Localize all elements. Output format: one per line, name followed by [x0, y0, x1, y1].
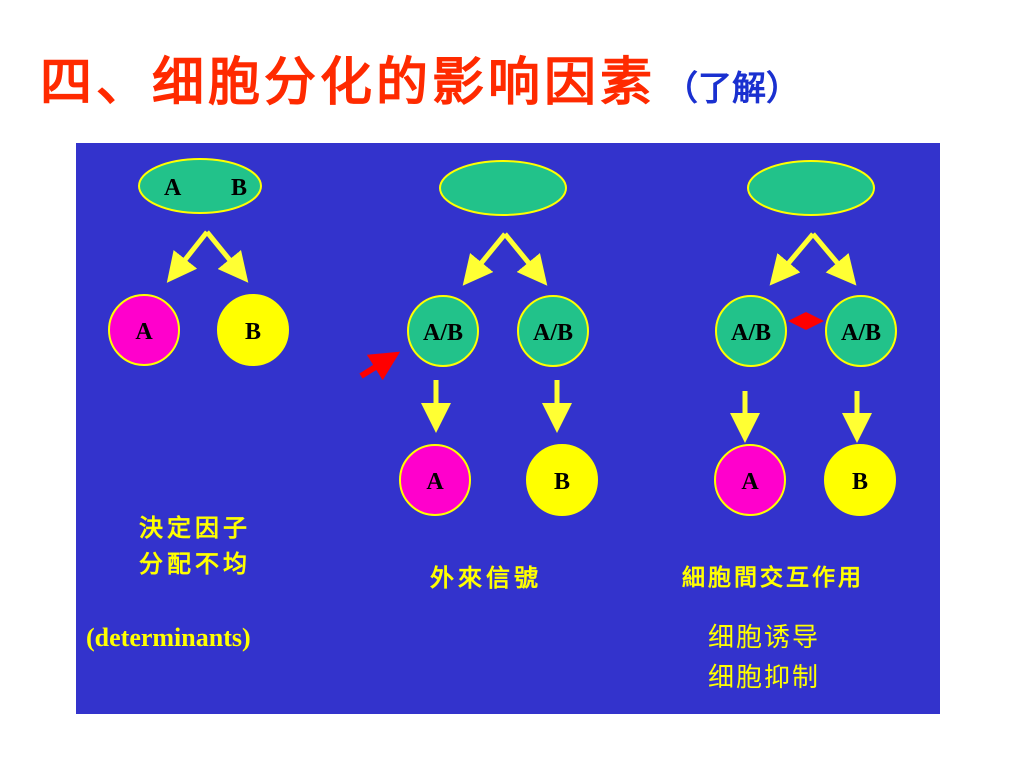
- group-external-signal: A/B A/B A B: [359, 160, 598, 516]
- cell-ab-left-g2-label: A/B: [423, 320, 463, 346]
- parent-cell-3: [747, 160, 875, 216]
- slide-title: 四、细胞分化的影响因素（了解）: [40, 40, 800, 120]
- cell-ab-left-g2: [407, 295, 479, 367]
- differentiation-diagram: A B A B A/B A/B: [108, 158, 897, 516]
- cell-ab-right-g3: [825, 295, 897, 367]
- cell-ab-right-g2-label: A/B: [533, 320, 573, 346]
- cell-ab-left-g3-label: A/B: [731, 320, 771, 346]
- arrow-g3-left: [769, 232, 815, 286]
- caption-determinants: 決定因子 分配不均: [139, 510, 251, 582]
- cell-a-g1-label: A: [135, 319, 153, 345]
- group-determinants: A B A B: [108, 158, 289, 366]
- cell-a-g3-label: A: [741, 469, 759, 495]
- cell-b-g2-label: B: [554, 469, 570, 495]
- interaction-double-arrow: [788, 312, 824, 330]
- parent-cell-1-label-b: B: [231, 175, 247, 201]
- cell-a-g1: [108, 294, 180, 366]
- cell-b-g1-label: B: [245, 319, 261, 345]
- cell-a-g2-label: A: [426, 469, 444, 495]
- parent-cell-1-label-a: A: [164, 175, 182, 201]
- cell-a-g3: [714, 444, 786, 516]
- parent-cell-2: [439, 160, 567, 216]
- arrow-g2-left: [462, 232, 507, 286]
- arrow-g1-left: [166, 230, 209, 283]
- arrow-g3-right: [811, 232, 857, 286]
- cell-inhibition-text: 细胞抑制: [708, 663, 821, 693]
- cell-ab-left-g3: [715, 295, 787, 367]
- cell-b-g3-label: B: [852, 469, 868, 495]
- caption-cell-interaction: 細胞間交互作用: [682, 565, 864, 591]
- caption-determinants-line2: 分配不均: [139, 550, 251, 578]
- parent-cell-1: [138, 158, 262, 214]
- title-main: 四、细胞分化的影响因素: [40, 52, 657, 113]
- cell-induction-inhibition-note: 细胞诱导 细胞抑制: [708, 618, 820, 698]
- cell-a-g2: [399, 444, 471, 516]
- caption-determinants-line1: 決定因子: [139, 514, 251, 542]
- title-subtitle: （了解）: [664, 69, 801, 109]
- cell-b-g2: [526, 444, 598, 516]
- signal-arrow-red: [359, 351, 401, 381]
- arrow-g2-right: [503, 232, 548, 286]
- cell-b-g3: [824, 444, 896, 516]
- cell-induction-text: 细胞诱导: [708, 623, 821, 653]
- arrow-g1-right: [205, 230, 249, 283]
- cell-ab-right-g3-label: A/B: [841, 320, 881, 346]
- group-cell-interaction: A/B A/B A B: [714, 160, 897, 516]
- cell-ab-right-g2: [517, 295, 589, 367]
- caption-external-signal: 外來信號: [430, 564, 542, 592]
- cell-b-g1: [217, 294, 289, 366]
- english-determinants: (determinants): [86, 623, 251, 652]
- diagram-panel: A B A B A/B A/B: [76, 143, 940, 714]
